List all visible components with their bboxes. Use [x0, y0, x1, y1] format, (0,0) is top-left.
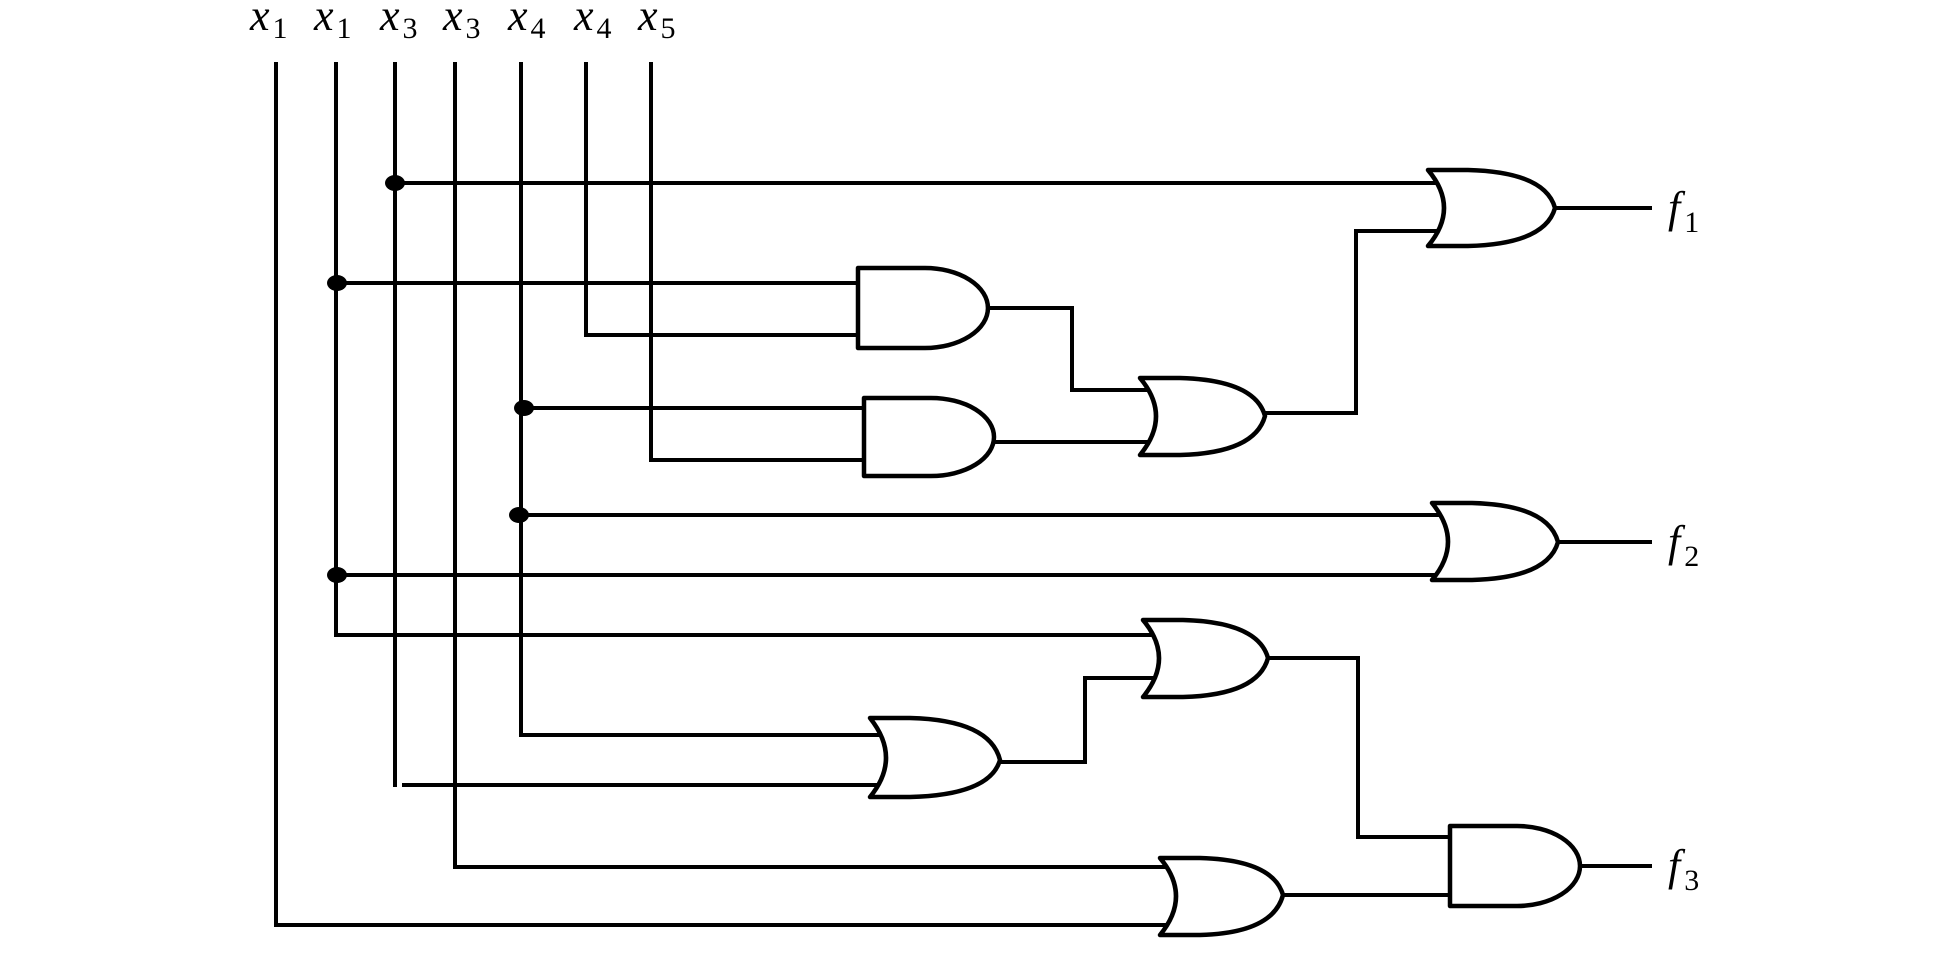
- junction-dot-x4-upper: [514, 400, 534, 416]
- wire-or-low-to-or-upper: [998, 676, 1162, 764]
- wire-and-a-to-or-mid: [986, 306, 1160, 392]
- junction-dot-x3: [385, 175, 405, 191]
- input-wires: [274, 62, 1182, 927]
- junction-dot-x4-lower: [509, 507, 529, 523]
- internal-wires: [986, 229, 1452, 897]
- branch-wires: [334, 181, 1452, 577]
- or-gate-low: [867, 715, 1003, 800]
- wire-x5: [649, 62, 866, 462]
- wire-x1-b: [334, 62, 1162, 637]
- wire-or-upper-to-and-f3: [1266, 656, 1452, 839]
- wire-x1-a: [274, 62, 1182, 927]
- or-gate-f2: [1429, 500, 1561, 583]
- wire-x4-a: [519, 62, 897, 737]
- wire-or-mid-to-or-f1: [1263, 229, 1448, 415]
- and-gate-b: [861, 395, 997, 479]
- and-gate-f3: [1447, 823, 1583, 909]
- or-gate-mid: [1137, 375, 1268, 458]
- wire-x4-b: [584, 62, 860, 337]
- junction-dot-x1-upper: [327, 275, 347, 291]
- output-wires: [1553, 206, 1652, 868]
- junction-dot-x1-lower: [327, 567, 347, 583]
- or-gate-bottom: [1157, 855, 1286, 938]
- junctions: [327, 175, 534, 583]
- or-gate-f1: [1425, 167, 1558, 249]
- or-gate-upper: [1140, 617, 1271, 700]
- and-gate-a: [855, 265, 991, 351]
- wire-x3-b: [453, 62, 1177, 869]
